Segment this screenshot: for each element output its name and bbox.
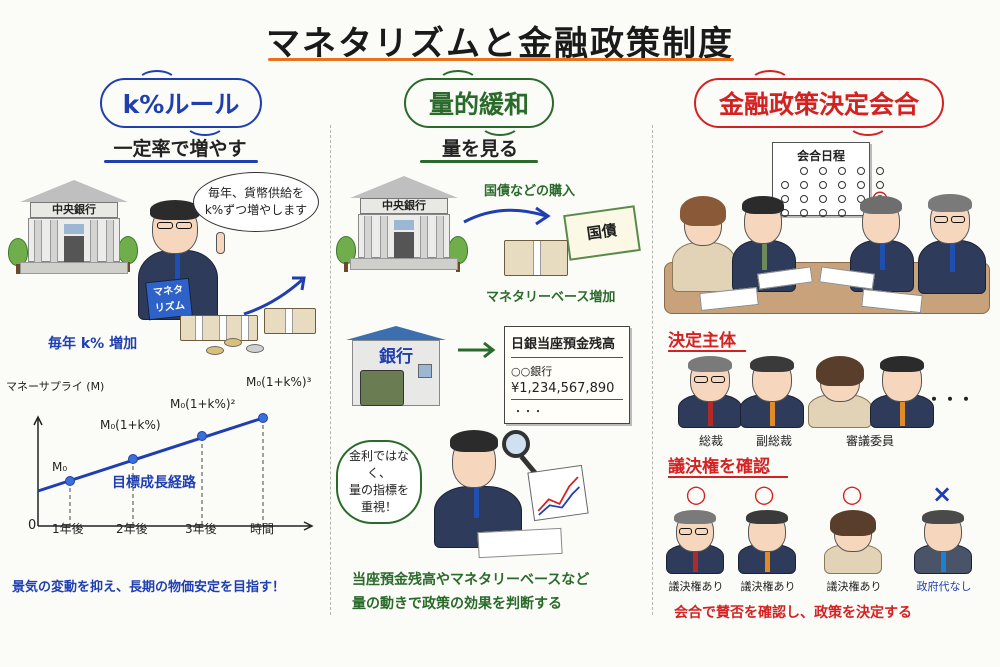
vote-label: 議決権あり — [668, 580, 724, 593]
policy-board-member-woman-icon — [806, 356, 876, 428]
column-divider — [652, 125, 653, 615]
subtitle-underline — [104, 160, 258, 163]
deputy-governor-portrait-icon — [736, 510, 800, 574]
central-bank-building-icon: 中央銀行 — [350, 176, 458, 272]
coin-icon — [246, 344, 264, 353]
tree-icon — [336, 236, 356, 272]
policy-board-member-icon — [868, 356, 938, 428]
thought-bubble: 金利ではなく、 量の指標を 重視！ — [336, 440, 422, 524]
chart-point-label: M₀ — [52, 460, 68, 474]
calendar-days — [781, 167, 889, 217]
purchase-label: 国債などの購入 — [484, 184, 576, 199]
ellipsis-more-members: ・・・ — [926, 390, 975, 409]
meeting-calendar: 会合日程 — [772, 142, 884, 217]
footer-qe: 当座預金残高やマネタリーベースなど 量の動きで政策の効果を判断する — [352, 572, 590, 612]
balance-card-title: 日銀当座預金残高 — [511, 337, 616, 352]
chart-point-label: M₀(1+k%)² — [170, 397, 236, 411]
commercial-bank-sign: 銀行 — [379, 347, 413, 367]
decision-makers-heading: 決定主体 — [668, 331, 736, 351]
subtitle-k-rule: 一定率で増やす — [113, 138, 247, 160]
title-underline — [268, 58, 734, 61]
policy-board-member-woman-icon — [822, 510, 886, 574]
board-member-icon — [848, 196, 918, 292]
coin-icon — [224, 338, 242, 347]
voting-rights-heading: 議決権を確認 — [668, 457, 770, 477]
chart-y-label: マネーサプライ (M) — [6, 380, 105, 393]
deputy-governor-portrait-icon — [738, 356, 808, 428]
header-cloud-policy-meeting: 金融政策決定会合 — [694, 70, 944, 136]
page-title: マネタリズムと金融政策制度 — [266, 24, 734, 64]
chart-x-tick: 時間 — [250, 522, 275, 536]
role-caption-governor: 総裁 — [698, 434, 723, 448]
government-bond-icon: 国債 — [563, 205, 641, 261]
money-supply-chart — [33, 413, 314, 531]
cash-stack-icon — [180, 315, 258, 341]
safe-icon — [360, 370, 404, 406]
vote-label-no-vote: 政府代なし — [916, 580, 972, 593]
chart-point-label: M₀(1+k%) — [100, 418, 161, 432]
bank-sign: 中央銀行 — [360, 198, 448, 214]
speech-bubble: 毎年、貨幣供給を k%ずつ増やします — [193, 172, 319, 232]
pointing-finger-icon — [216, 232, 225, 254]
chart-x-tick: 1年後 — [52, 522, 84, 536]
cash-stack-icon — [504, 240, 568, 276]
governor-portrait-icon — [664, 510, 728, 574]
role-caption-board-member: 審議委員 — [845, 434, 894, 448]
government-representative-icon — [912, 510, 976, 574]
balance-card-bank: ○○銀行 — [511, 365, 553, 378]
arrow-right-icon — [458, 341, 496, 359]
vote-circle-mark: ○ — [685, 480, 707, 508]
vote-label: 議決権あり — [826, 580, 882, 593]
vote-label: 議決権あり — [740, 580, 796, 593]
vote-circle-mark: ○ — [753, 480, 775, 508]
governor-icon — [916, 194, 990, 294]
governor-portrait-icon — [676, 356, 746, 428]
line-chart-document-icon — [527, 464, 589, 522]
coin-icon — [206, 346, 224, 355]
balance-card-amount: ¥1,234,567,890 — [511, 381, 615, 396]
chart-x-tick: 2年後 — [116, 522, 148, 536]
commercial-bank-building-icon: 銀行 — [346, 326, 446, 408]
monetary-base-label: マネタリーベース増加 — [486, 290, 616, 305]
magnifying-glass-icon — [502, 430, 530, 458]
central-bank-building-icon: 中央銀行 — [20, 180, 128, 276]
tree-icon — [8, 238, 28, 274]
subtitle-underline — [420, 160, 538, 163]
cash-stack-icon — [264, 308, 316, 334]
chart-origin-label: 0 — [28, 518, 37, 533]
calendar-title: 会合日程 — [796, 149, 845, 163]
chart-x-tick: 3年後 — [185, 522, 217, 536]
chart-point-label: M₀(1+k%)³ — [246, 375, 312, 389]
monetarism-book-icon: マネタ リズム — [145, 277, 193, 321]
growth-label: 毎年 k% 増加 — [48, 336, 138, 352]
footer-k-rule: 景気の変動を抑え、長期の物価安定を目指す！ — [12, 580, 286, 595]
role-caption-deputy-governor: 副総裁 — [755, 434, 792, 448]
section-underline — [668, 476, 788, 478]
growth-arrow-icon — [243, 276, 306, 316]
column-divider — [330, 125, 331, 615]
footer-policy-meeting: 会合で賛否を確認し、政策を決定する — [674, 605, 912, 621]
purchase-arrow-icon — [463, 206, 551, 226]
chart-annotation: 目標成長経路 — [112, 475, 196, 491]
section-underline — [668, 350, 746, 352]
header-cloud-qe: 量的緩和 — [404, 70, 554, 136]
subtitle-qe: 量を見る — [441, 138, 518, 160]
balance-card-more: ・・・ — [513, 407, 543, 418]
vote-circle-mark: ○ — [841, 480, 863, 508]
header-cloud-k-rule: k%ルール — [100, 70, 262, 136]
vote-cross-mark: × — [931, 480, 953, 508]
paper-document-icon — [477, 527, 563, 559]
current-account-balance-card: 日銀当座預金残高 ○○銀行 ¥1,234,567,890 ・・・ — [504, 326, 630, 424]
bank-sign: 中央銀行 — [30, 202, 118, 218]
